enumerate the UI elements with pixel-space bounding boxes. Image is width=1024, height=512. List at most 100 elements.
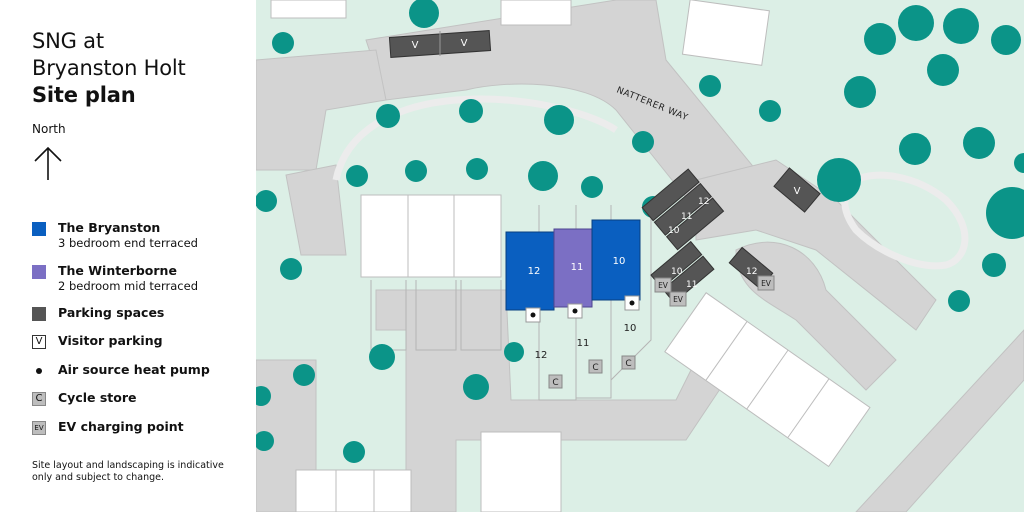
ev-charging-icon [757,275,775,291]
legend-label: Parking spaces [58,305,165,320]
heat-pump-dot-icon [530,312,536,318]
title-line-2: Bryanston Holt [32,56,186,80]
parking-bay [665,197,725,251]
tree [581,176,603,198]
tree [463,374,489,400]
visitor-parking-east: V [773,167,821,213]
parking-bay [662,255,715,304]
parking-label: 11 [681,212,692,222]
east-terrace [664,292,871,468]
tree [376,104,400,128]
legend-sublabel: 3 bedroom end terraced [58,236,198,250]
heat-pump-dot-icon [32,364,46,378]
parking-label: 10 [668,226,680,236]
legend-label: The Bryanston [58,220,161,235]
road-east-diagonal [855,329,1024,512]
cycle-label: C [625,359,631,369]
building [295,469,412,512]
tree [459,99,483,123]
parking-swatch [32,307,46,321]
building-divider [787,378,830,439]
tree [927,54,959,86]
parking-label: 12 [698,197,709,207]
north-arrow-icon [34,146,62,180]
footway-loop [841,171,969,270]
north-label: North [32,122,66,136]
parking-label: 10 [671,267,683,277]
plot-number: 11 [571,262,584,273]
tree [948,290,970,312]
plot-number: 10 [613,256,626,267]
tree [256,190,277,212]
ev-label: EV [673,295,684,304]
building [480,431,562,512]
tree [991,25,1021,55]
new-homes: 12 11 10 [505,219,641,311]
ev-charging-icon: EV [32,421,46,435]
trees [256,0,1024,463]
road-west-spur [285,164,347,256]
tree [1014,153,1024,173]
tree [899,133,931,165]
ev-charging-icon [669,291,687,307]
heat-pumps [525,295,640,323]
legend-label: EV charging point [58,419,184,434]
plot-outline [460,280,502,351]
parking-bay [641,168,700,222]
plot-10-bryanston[interactable] [591,219,641,301]
parking-label: 12 [746,267,757,277]
ev-points: EV EV EV [654,275,775,307]
parking-court-east [735,241,897,391]
tree [280,258,302,280]
cycle-store-icon [588,359,603,374]
cycle-label: C [552,378,558,388]
visitor-parking-top: V V [388,30,492,58]
tree [963,127,995,159]
tree [466,158,488,180]
cycle-store-icon: C [32,392,46,406]
cycle-store-icon [548,374,563,389]
plot-12-bryanston[interactable] [505,231,555,311]
tree [346,165,368,187]
building-divider [705,321,748,381]
tree [943,8,979,44]
garden-number: 11 [577,338,590,349]
tree [982,253,1006,277]
tree [759,100,781,122]
plot-outline [415,280,457,351]
footway-north [332,95,618,181]
tree [817,158,861,202]
legend-label: Visitor parking [58,333,163,348]
parking-bay [773,167,821,213]
legend-label: Cycle store [58,390,137,405]
title-line-3: Site plan [32,83,136,107]
tree [256,431,274,451]
footways [332,95,969,270]
tree [528,161,558,191]
parking-stack-south [650,240,715,304]
garden-number: 12 [535,350,548,361]
cycle-label: C [592,363,598,373]
cycle-store-icon [621,355,636,370]
heat-pump-dot-icon [629,300,635,306]
parking-bay [653,182,713,236]
tree [844,76,876,108]
tree [343,441,365,463]
heat-pump-dot-icon [572,308,578,314]
legend-panel: SNG at Bryanston Holt Site plan North Th… [0,0,256,512]
tree [544,105,574,135]
building [500,0,572,26]
visitor-label: V [794,186,801,197]
tree [864,23,896,55]
road-upper-bend [256,49,387,171]
plot-11-winterborne[interactable] [553,228,593,308]
bryanston-swatch [32,222,46,236]
tree [405,160,427,182]
plot-number: 12 [528,266,541,277]
visitor-parking-icon: V [32,335,46,349]
cycle-stores: C C C [548,355,636,389]
legend-label: Air source heat pump [58,362,210,377]
legend-sublabel: 2 bedroom mid terraced [58,279,198,293]
tree [699,75,721,97]
